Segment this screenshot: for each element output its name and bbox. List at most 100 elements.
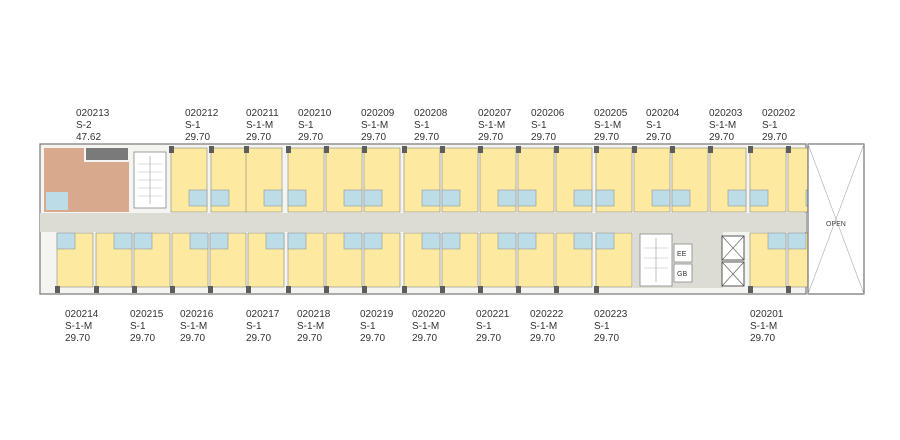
- unit-type: S-1: [646, 120, 662, 131]
- bottom-unit-plan[interactable]: [594, 232, 633, 293]
- bathroom: [189, 232, 209, 250]
- unit-area: 29.70: [180, 333, 206, 344]
- unit-id: 020216: [180, 309, 214, 320]
- top-unit-plan[interactable]: [169, 146, 208, 213]
- unit-id: 020203: [709, 108, 743, 119]
- ee-label: EE: [677, 251, 687, 258]
- unit-area: 29.70: [594, 333, 620, 344]
- unit-id: 020221: [476, 309, 510, 320]
- unit-area: 29.70: [360, 333, 386, 344]
- bottom-unit-plan[interactable]: [286, 232, 325, 293]
- bottom-unit-plan[interactable]: [440, 232, 479, 293]
- top-unit-plan[interactable]: [594, 146, 633, 213]
- unit-id: 020211: [246, 108, 279, 119]
- unit-id: 020208: [414, 108, 448, 119]
- bathroom: [421, 189, 441, 207]
- unit-id: 020217: [246, 309, 280, 320]
- unit-id: 020222: [530, 309, 564, 320]
- bathroom: [573, 232, 593, 250]
- unit-id: 020214: [65, 309, 99, 320]
- bathroom: [46, 192, 68, 210]
- unit-id: 020209: [361, 108, 395, 119]
- bottom-unit-plan[interactable]: [554, 232, 593, 293]
- unit-area: 29.70: [762, 132, 788, 143]
- bathroom: [517, 189, 537, 207]
- unit-area: 29.70: [246, 333, 272, 344]
- unit-area: 29.70: [412, 333, 438, 344]
- bathroom: [727, 189, 747, 207]
- bathroom: [113, 232, 133, 250]
- top-unit-plan[interactable]: [748, 146, 787, 213]
- unit-area: 29.70: [65, 333, 91, 344]
- bottom-unit-plan[interactable]: [324, 232, 363, 293]
- unit-area: 29.70: [298, 132, 324, 143]
- top-unit-plan[interactable]: [286, 146, 325, 213]
- top-unit-plan[interactable]: [516, 146, 555, 213]
- unit-type: S-1-M: [65, 321, 93, 332]
- unit-area: 29.70: [709, 132, 735, 143]
- top-unit-plan[interactable]: [708, 146, 747, 213]
- unit-type: S-1: [476, 321, 492, 332]
- unit-area: 29.70: [185, 132, 211, 143]
- top-unit-plan[interactable]: [670, 146, 709, 213]
- bottom-unit-plan[interactable]: [246, 232, 285, 293]
- bottom-unit-plan[interactable]: [402, 232, 441, 293]
- bottom-unit-plan[interactable]: [208, 232, 247, 293]
- unit-type: S-1-M: [530, 321, 558, 332]
- top-unit-plan[interactable]: [478, 146, 517, 213]
- top-unit-plan[interactable]: [362, 146, 401, 213]
- unit-020213-plan[interactable]: [44, 148, 129, 212]
- bathroom: [497, 232, 517, 250]
- bathroom: [787, 232, 807, 250]
- unit-id: 020210: [298, 108, 332, 119]
- bathroom: [56, 232, 76, 250]
- top-unit-plan[interactable]: [324, 146, 363, 213]
- top-unit-plan[interactable]: [554, 146, 593, 213]
- unit-id: 020215: [130, 309, 164, 320]
- bottom-unit-plan[interactable]: [516, 232, 555, 293]
- unit-area: 29.70: [531, 132, 557, 143]
- bottom-unit-plan[interactable]: [362, 232, 401, 293]
- bottom-unit-plan[interactable]: [132, 232, 171, 293]
- top-unit-plan[interactable]: [244, 146, 283, 213]
- unit-type: S-1-M: [297, 321, 325, 332]
- unit-type: S-1: [360, 321, 376, 332]
- bathroom: [263, 189, 283, 207]
- top-unit-plan[interactable]: [209, 146, 248, 213]
- top-unit-plan[interactable]: [632, 146, 671, 213]
- top-unit-plan[interactable]: [402, 146, 441, 213]
- unit-area: 29.70: [750, 333, 776, 344]
- unit-area: 29.70: [530, 333, 556, 344]
- unit-type: S-2: [76, 120, 92, 131]
- bottom-unit-plan[interactable]: [55, 232, 94, 293]
- bottom-unit-plan[interactable]: [94, 232, 133, 293]
- bottom-unit-plan[interactable]: [170, 232, 209, 293]
- top-unit-plan[interactable]: [440, 146, 479, 213]
- bottom-unit-plan[interactable]: [748, 232, 787, 293]
- bottom-unit-plan[interactable]: [478, 232, 517, 293]
- unit-area: 29.70: [476, 333, 502, 344]
